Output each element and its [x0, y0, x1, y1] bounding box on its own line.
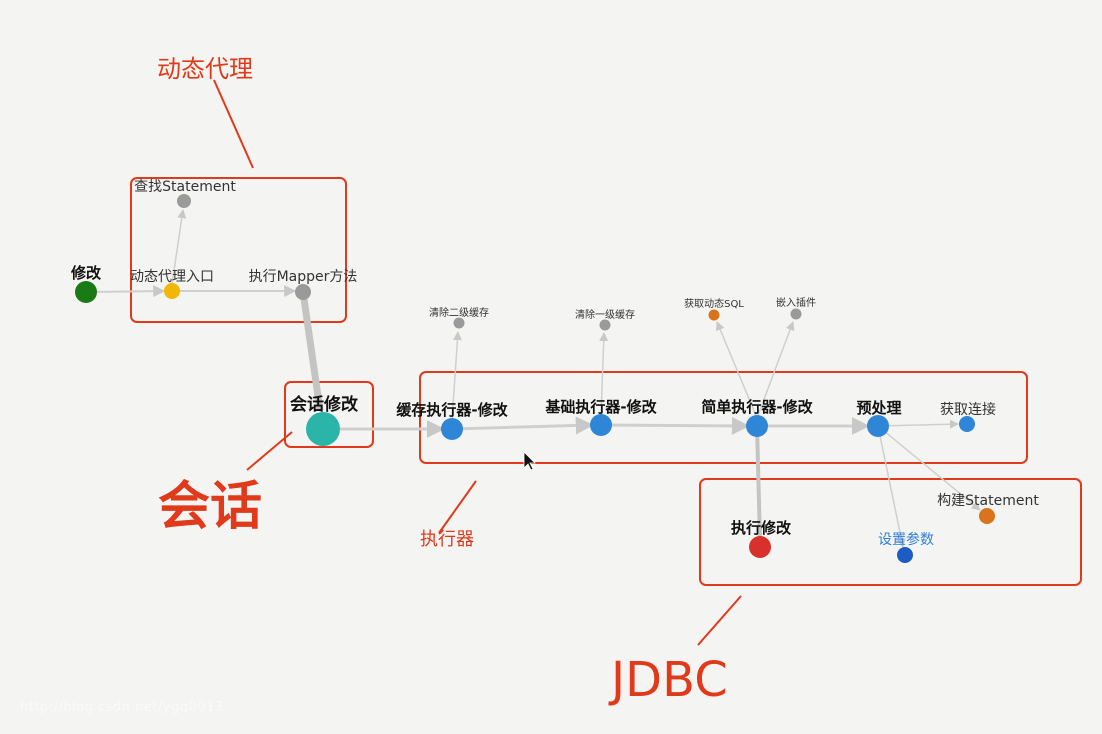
preprocess-label: 预处理 [856, 399, 901, 417]
preprocess-node[interactable] [867, 415, 889, 437]
embed-plugin-node[interactable] [790, 308, 802, 320]
edge-modify-proxy [85, 285, 166, 298]
proxy-box [130, 177, 347, 323]
get-connection-node[interactable] [959, 416, 975, 432]
build-statement-label: 构建Statement [937, 493, 1039, 509]
edge-simple-exec [755, 425, 762, 541]
edge-simple-dynsql [715, 321, 758, 419]
cursor-icon [523, 451, 536, 471]
session-modify-node[interactable] [306, 412, 340, 446]
get-connection-label: 获取连接 [940, 401, 996, 418]
edge-pre-build [877, 425, 981, 511]
session-box [284, 381, 374, 448]
clear-l2-node[interactable] [453, 317, 465, 329]
edge-pre-params [877, 425, 906, 548]
set-params-node[interactable] [897, 547, 913, 563]
cache-executor-node[interactable] [441, 418, 463, 440]
jdbc-box [699, 478, 1082, 586]
modify-node[interactable] [75, 281, 97, 303]
edges [85, 209, 981, 548]
exec-modify-label: 执行修改 [731, 519, 792, 537]
modify-label: 修改 [70, 264, 102, 282]
find-statement-label: 查找Statement [134, 179, 236, 195]
proxy-annotation: 动态代理 [157, 55, 253, 83]
edge-base-clear1 [599, 332, 609, 417]
watermark: http://blog.csdn.net/ygq0013 [20, 700, 224, 715]
proxy-entry-label: 动态代理入口 [130, 269, 214, 285]
exec-mapper-node[interactable] [295, 284, 311, 300]
jdbc-annotation: JDBC [608, 652, 728, 708]
edge-cache-base [451, 416, 594, 435]
edge-pre-conn [877, 419, 959, 429]
clear-l1-node[interactable] [599, 319, 611, 331]
base-executor-node[interactable] [590, 414, 612, 436]
session-annotation: 会话 [158, 477, 262, 537]
proxy-pointer [213, 79, 254, 169]
executor-box [419, 371, 1028, 464]
simple-executor-label: 简单执行器-修改 [701, 398, 813, 416]
edge-base-simple [600, 416, 750, 435]
build-statement-node[interactable] [979, 508, 995, 524]
simple-executor-node[interactable] [746, 415, 768, 437]
dynamic-sql-node[interactable] [708, 309, 720, 321]
executor-annotation: 执行器 [420, 529, 474, 550]
exec-modify-node[interactable] [749, 536, 771, 558]
edge-proxy-find [171, 209, 187, 285]
session-modify-label: 会话修改 [290, 394, 359, 415]
edge-cache-clear2 [451, 331, 462, 421]
base-executor-label: 基础执行器-修改 [544, 398, 657, 416]
jdbc-pointer [697, 595, 742, 646]
clear-l1-label: 清除一级缓存 [575, 308, 635, 321]
find-statement-node[interactable] [177, 194, 191, 208]
exec-mapper-label: 执行Mapper方法 [249, 269, 358, 285]
session-pointer [246, 431, 293, 471]
embed-plugin-label: 嵌入插件 [776, 296, 816, 309]
cache-executor-label: 缓存执行器-修改 [396, 401, 508, 419]
set-params-label: 设置参数 [878, 531, 934, 548]
edge-mapper-session [299, 291, 324, 411]
proxy-entry-node[interactable] [164, 283, 180, 299]
edge-simple-plugin [756, 321, 795, 419]
executor-pointer [438, 480, 477, 534]
dynamic-sql-label: 获取动态SQL [684, 297, 744, 310]
clear-l2-label: 清除二级缓存 [429, 306, 489, 319]
